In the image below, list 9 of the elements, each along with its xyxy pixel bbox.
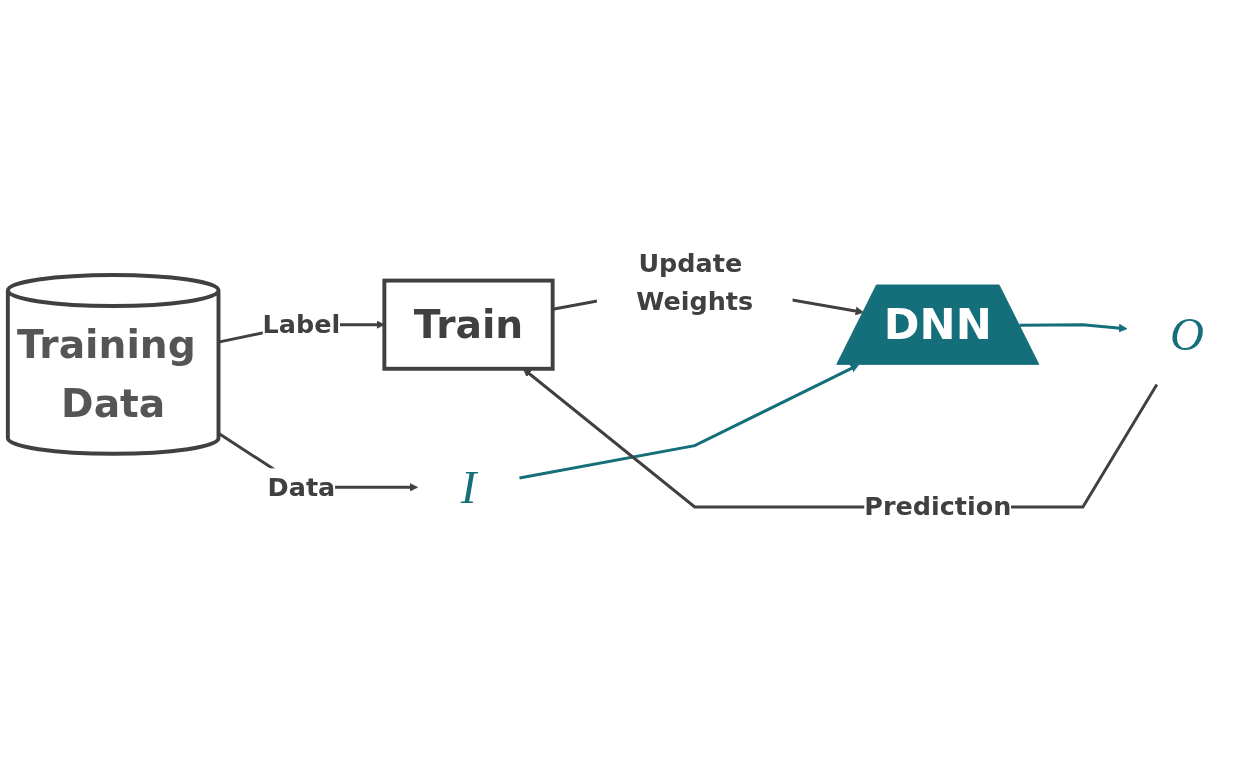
edge-label: Prediction [864, 491, 1012, 522]
node-text: O [1170, 307, 1205, 360]
arrow [1019, 323, 1128, 333]
arrow [519, 364, 859, 480]
edge-label: Data [267, 472, 336, 502]
edge-label: Update Weights [636, 248, 754, 317]
node-box: Train [382, 278, 555, 371]
node-text: I [460, 460, 477, 513]
edge-label: Label [262, 309, 341, 339]
